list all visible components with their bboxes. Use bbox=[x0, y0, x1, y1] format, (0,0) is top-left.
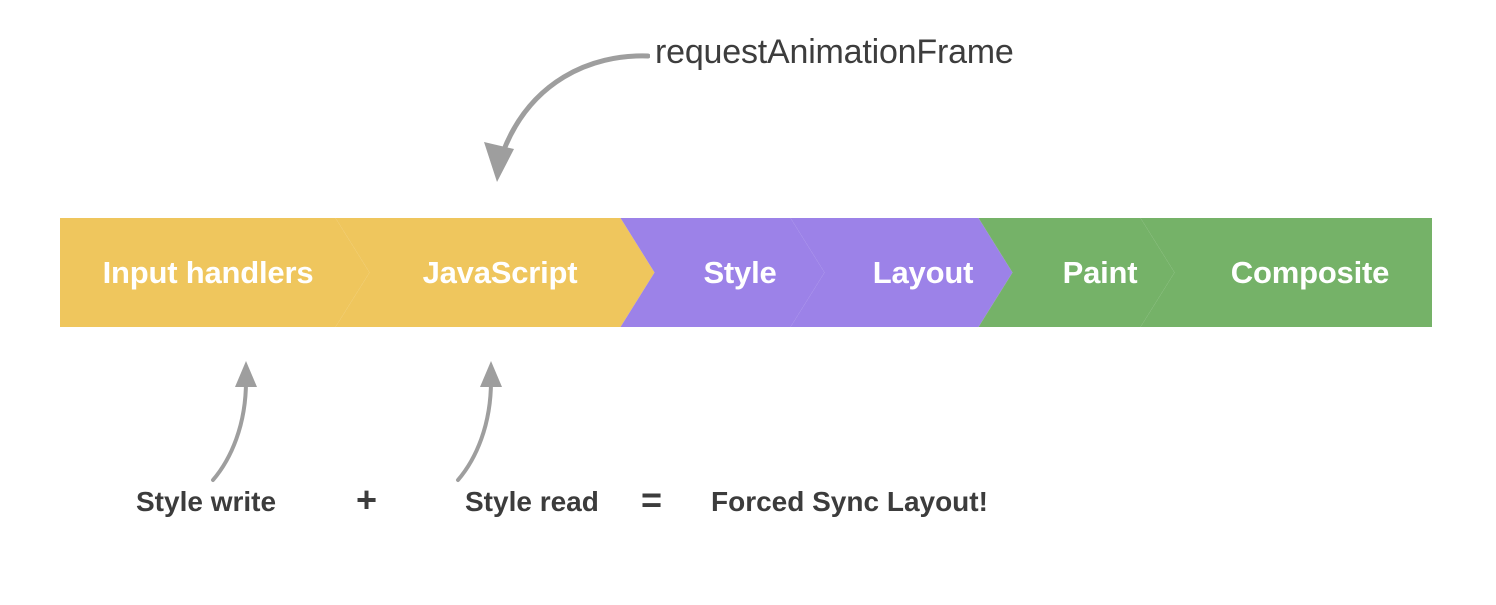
pipeline-segment-layout bbox=[790, 218, 1013, 327]
pipeline-segment-composite bbox=[1140, 218, 1432, 327]
forced-sync-layout-label: Forced Sync Layout! bbox=[711, 486, 988, 517]
style-write-label: Style write bbox=[136, 486, 277, 517]
plus-operator: + bbox=[356, 479, 378, 520]
curved-arrow-down-left-icon bbox=[470, 30, 651, 200]
requestanimationframe-label: requestAnimationFrame bbox=[655, 33, 1014, 71]
curved-arrow-up-to-input-handlers-icon bbox=[205, 355, 275, 485]
pipeline-segment-input-handlers bbox=[60, 218, 370, 327]
equals-operator: = bbox=[641, 479, 663, 520]
pipeline-segment-paint bbox=[978, 218, 1175, 327]
style-read-label: Style read bbox=[465, 486, 599, 517]
curved-arrow-up-to-javascript-icon bbox=[450, 355, 520, 485]
pipeline-segment-javascript bbox=[335, 218, 655, 327]
pipeline-segment-style bbox=[620, 218, 825, 327]
